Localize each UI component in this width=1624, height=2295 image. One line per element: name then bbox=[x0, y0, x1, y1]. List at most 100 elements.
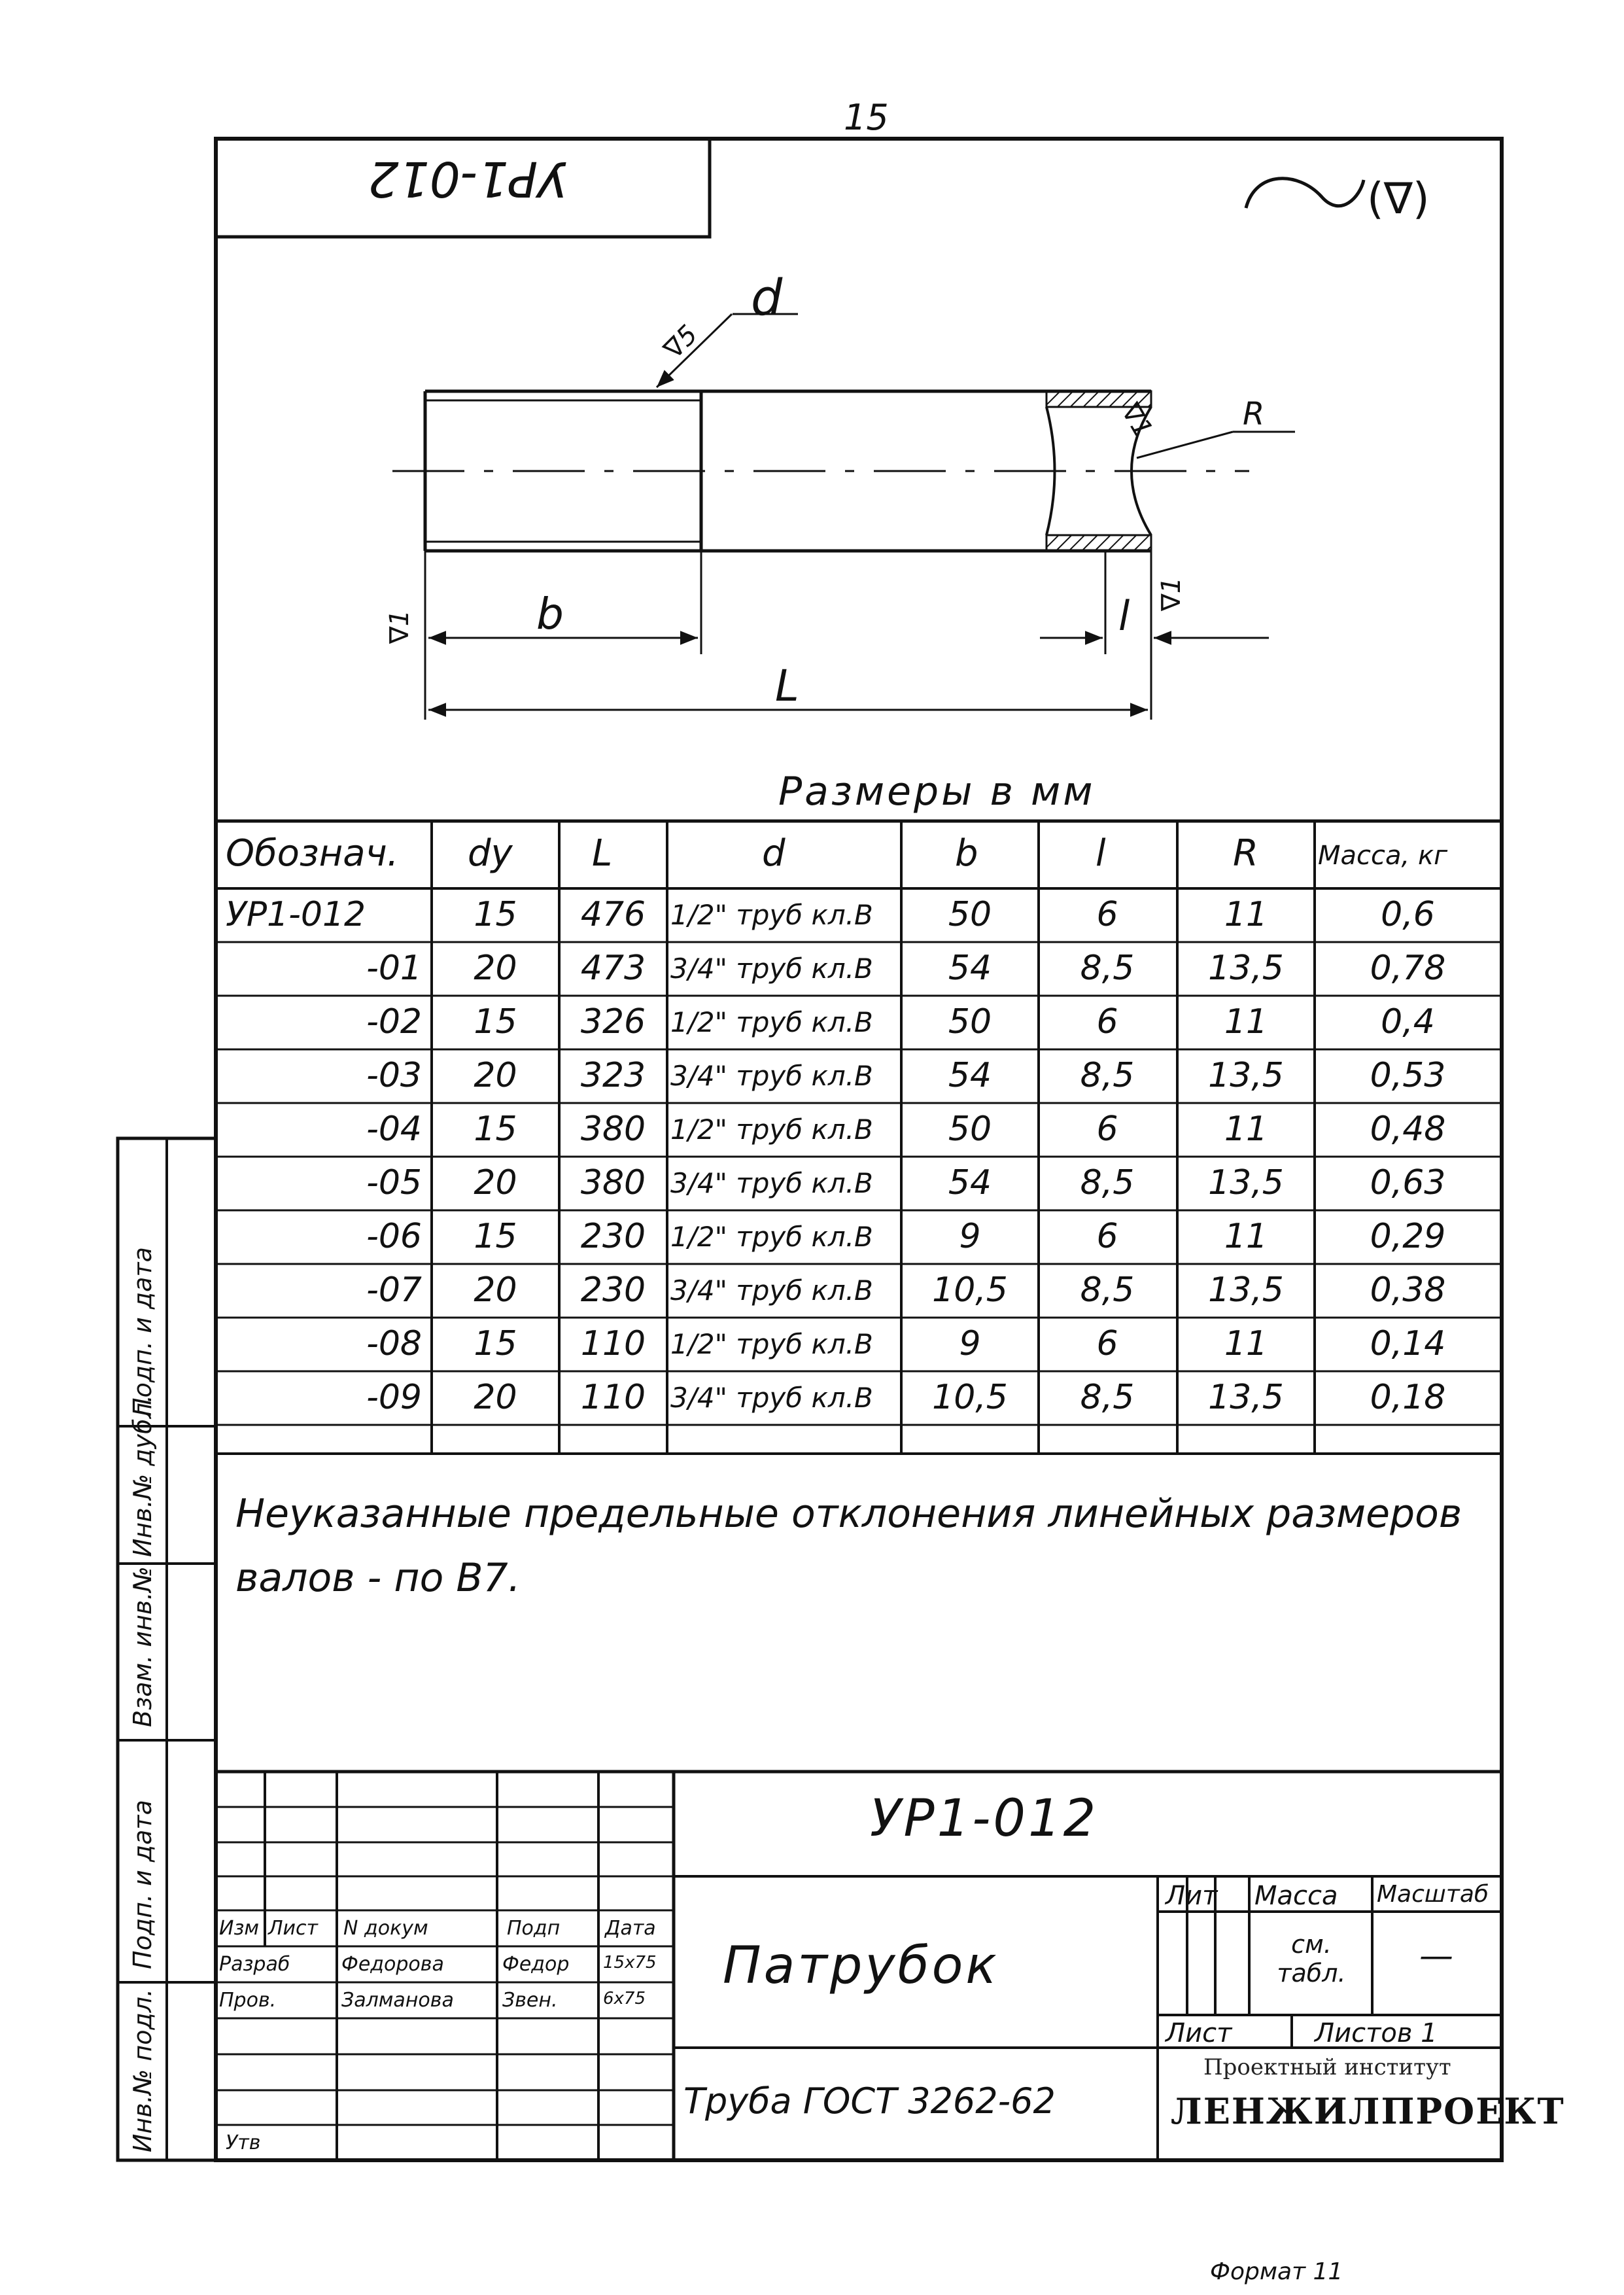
name-prov: Залманова bbox=[341, 1989, 454, 2012]
cell-dy: 20 bbox=[474, 1270, 517, 1310]
label-l-total: L bbox=[775, 661, 799, 711]
cell-mass: 0,14 bbox=[1370, 1324, 1446, 1363]
cell-l: 8,5 bbox=[1080, 1163, 1135, 1202]
cell-dy: 20 bbox=[474, 1163, 517, 1202]
tb-massa: Масса bbox=[1254, 1881, 1338, 1911]
cell-b: 9 bbox=[959, 1324, 981, 1363]
cell-length: 110 bbox=[580, 1378, 646, 1417]
tb-header-list: Лист bbox=[268, 1917, 319, 1940]
cell-designation: -01 bbox=[366, 949, 422, 988]
cell-l: 6 bbox=[1096, 1002, 1118, 1042]
page-number: 15 bbox=[844, 97, 889, 138]
cell-l: 8,5 bbox=[1080, 949, 1135, 988]
cell-designation: -05 bbox=[366, 1163, 422, 1202]
tb-header-izm: Изм bbox=[219, 1917, 260, 1940]
cell-length: 230 bbox=[580, 1217, 646, 1256]
cell-r: 11 bbox=[1224, 1002, 1268, 1042]
cell-dy: 15 bbox=[474, 1217, 517, 1256]
role-prov: Пров. bbox=[219, 1989, 277, 2012]
label-l: l bbox=[1118, 592, 1130, 640]
signature-razrab: Федор bbox=[502, 1953, 570, 1976]
roughness-wave bbox=[1244, 177, 1366, 209]
cell-dy: 20 bbox=[474, 1056, 517, 1095]
cell-designation: -02 bbox=[366, 1002, 422, 1042]
label-b: b bbox=[536, 589, 564, 639]
header-dy: dy bbox=[468, 832, 513, 875]
cell-length: 473 bbox=[580, 949, 646, 988]
side-label-podp-data-1: Подп. и дата bbox=[128, 1800, 157, 1969]
cell-designation: -03 bbox=[366, 1056, 422, 1095]
cell-l: 8,5 bbox=[1080, 1270, 1135, 1310]
cell-r: 13,5 bbox=[1208, 1270, 1284, 1310]
role-razrab: Разраб bbox=[219, 1953, 290, 1976]
cell-l: 8,5 bbox=[1080, 1378, 1135, 1417]
cell-l: 6 bbox=[1096, 1110, 1118, 1149]
document-title: Патрубок bbox=[723, 1936, 999, 1995]
label-r: R bbox=[1243, 396, 1265, 432]
cell-length: 380 bbox=[580, 1110, 646, 1149]
cell-b: 10,5 bbox=[932, 1270, 1008, 1310]
format-label: Формат 11 bbox=[1210, 2258, 1343, 2285]
cell-r: 13,5 bbox=[1208, 1163, 1284, 1202]
code-box bbox=[214, 137, 712, 239]
cell-designation: УР1-012 bbox=[226, 895, 366, 934]
cell-r: 13,5 bbox=[1208, 1056, 1284, 1095]
cell-mass: 0,53 bbox=[1370, 1056, 1446, 1095]
cell-designation: -06 bbox=[366, 1217, 422, 1256]
cell-length: 380 bbox=[580, 1163, 646, 1202]
cell-dy: 15 bbox=[474, 1110, 517, 1149]
tb-massa-value: см. табл. bbox=[1277, 1930, 1346, 1988]
cell-r: 13,5 bbox=[1208, 1378, 1284, 1417]
cell-length: 110 bbox=[580, 1324, 646, 1363]
cell-thread: 3/4" труб кл.В bbox=[670, 1167, 873, 1199]
cell-r: 11 bbox=[1224, 1324, 1268, 1363]
mirrored-document-code: УР1-012 bbox=[368, 150, 568, 207]
tolerance-note: Неуказанные предельные отклонения линейн… bbox=[235, 1491, 1462, 1601]
side-label-inv-podl: Инв.№ подл. bbox=[128, 1988, 157, 2152]
name-razrab: Федорова bbox=[341, 1953, 444, 1976]
cell-b: 50 bbox=[948, 1110, 992, 1149]
cell-length: 323 bbox=[580, 1056, 646, 1095]
header-l: l bbox=[1096, 832, 1106, 875]
side-label-inv-dubl: Инв.№ дубл. bbox=[128, 1395, 157, 1557]
tb-sheet: Лист bbox=[1166, 2018, 1232, 2048]
cell-l: 6 bbox=[1096, 1217, 1118, 1256]
cell-thread: 3/4" труб кл.В bbox=[670, 953, 873, 985]
cell-designation: -04 bbox=[366, 1110, 422, 1149]
cell-dy: 20 bbox=[474, 949, 517, 988]
cell-mass: 0,48 bbox=[1370, 1110, 1446, 1149]
date-prov: 6х75 bbox=[603, 1989, 646, 2008]
tb-lit: Лит bbox=[1166, 1881, 1218, 1911]
tb-sheets: Листов 1 bbox=[1315, 2018, 1438, 2048]
tb-header-podp: Подп bbox=[507, 1917, 561, 1940]
header-r: R bbox=[1233, 832, 1258, 875]
material-spec: Труба ГОСТ 3262-62 bbox=[683, 2080, 1056, 2122]
cell-mass: 0,4 bbox=[1381, 1002, 1435, 1042]
header-b: b bbox=[955, 832, 978, 875]
tb-masshtab-value: — bbox=[1419, 1936, 1453, 1976]
cell-thread: 1/2" труб кл.В bbox=[670, 1328, 873, 1360]
date-razrab: 15х75 bbox=[603, 1953, 657, 1972]
tb-masshtab: Масштаб bbox=[1377, 1881, 1489, 1908]
cell-r: 11 bbox=[1224, 895, 1268, 934]
cell-b: 10,5 bbox=[932, 1378, 1008, 1417]
side-label-podp-data-2: Подп. и дата bbox=[128, 1247, 157, 1416]
cell-length: 230 bbox=[580, 1270, 646, 1310]
cell-b: 50 bbox=[948, 1002, 992, 1042]
cell-mass: 0,63 bbox=[1370, 1163, 1446, 1202]
cell-b: 54 bbox=[948, 1056, 992, 1095]
cell-length: 476 bbox=[580, 895, 646, 934]
cell-b: 54 bbox=[948, 1163, 992, 1202]
cell-r: 11 bbox=[1224, 1110, 1268, 1149]
header-d: d bbox=[762, 832, 786, 875]
cell-designation: -08 bbox=[366, 1324, 422, 1363]
roughness-right-end: ∇1 bbox=[1156, 576, 1187, 612]
cell-dy: 15 bbox=[474, 1324, 517, 1363]
tb-header-data: Дата bbox=[605, 1917, 656, 1940]
cell-mass: 0,6 bbox=[1381, 895, 1435, 934]
roughness-left-end: ∇1 bbox=[385, 609, 415, 644]
cell-dy: 20 bbox=[474, 1378, 517, 1417]
cell-thread: 1/2" труб кл.В bbox=[670, 1221, 873, 1253]
signature-prov: Звен. bbox=[502, 1989, 558, 2012]
label-d: d bbox=[751, 268, 783, 326]
